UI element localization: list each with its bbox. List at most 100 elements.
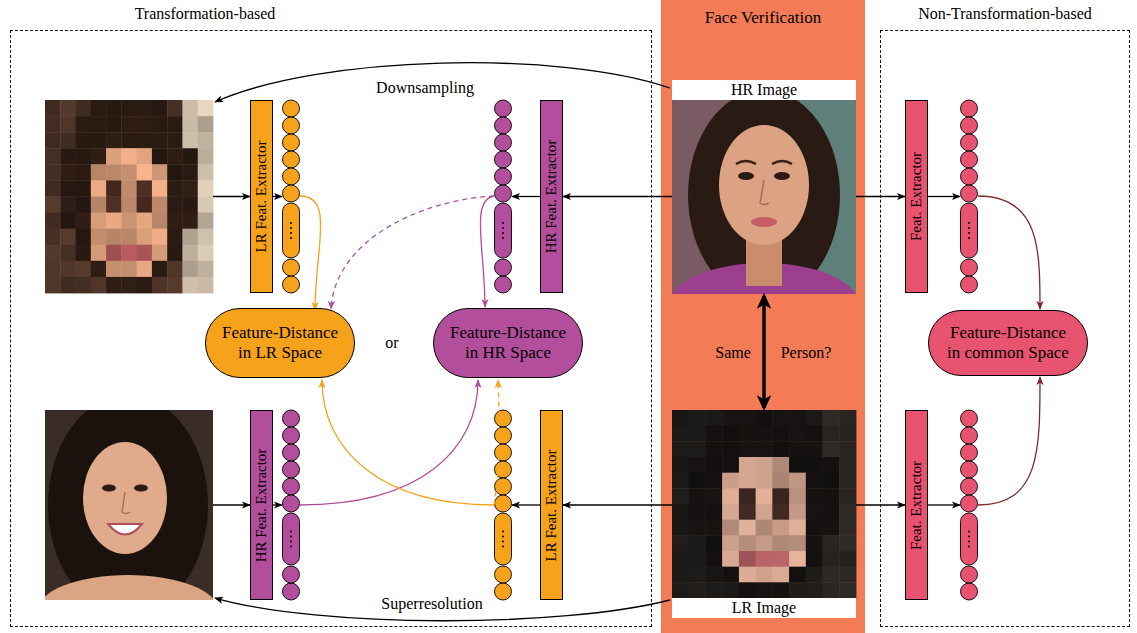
pixel — [121, 213, 137, 229]
pixel — [76, 100, 92, 116]
pixel — [789, 410, 806, 426]
pixel — [121, 229, 137, 245]
pixel — [106, 261, 122, 277]
vector-cell — [495, 410, 512, 427]
box-label: Feature-Distance in HR Space — [447, 323, 569, 362]
pixel — [839, 488, 856, 504]
pixel — [772, 504, 789, 520]
pixelated-face — [672, 410, 856, 598]
question-label: Person? — [781, 344, 832, 362]
pixel — [121, 116, 137, 132]
pixel — [689, 488, 706, 504]
vector-cell — [283, 100, 300, 117]
pixel — [167, 229, 183, 245]
pixel — [839, 567, 856, 583]
vector-cell — [283, 410, 300, 427]
pixel — [182, 213, 198, 229]
pixel — [76, 132, 92, 148]
pixel — [672, 535, 689, 551]
pixel — [60, 164, 76, 180]
pixel — [739, 582, 756, 598]
pixel — [152, 197, 168, 213]
vector-cell — [495, 427, 512, 444]
hair — [688, 100, 840, 294]
pixel — [45, 148, 61, 164]
group-region: LR Feat. Extractor HR Feat. ExtractorFeat… — [10, 30, 652, 627]
pixel — [91, 116, 107, 132]
pixel — [45, 197, 61, 213]
feature-vector — [495, 100, 512, 293]
pixel — [152, 213, 168, 229]
pixel — [137, 164, 153, 180]
image-label: HR Image — [672, 80, 856, 100]
pixel — [60, 197, 76, 213]
eye — [738, 172, 754, 180]
pixel — [806, 551, 823, 567]
ellipsis-dot — [968, 546, 970, 548]
ellipsis-dot — [502, 531, 504, 533]
pixel — [705, 504, 722, 520]
pixel — [137, 132, 153, 148]
flow-arrow — [928, 504, 960, 505]
pixel — [76, 229, 92, 245]
pixel — [137, 148, 153, 164]
pixel — [722, 426, 739, 442]
question-label: Same — [715, 344, 751, 362]
pixel — [739, 410, 756, 426]
pixel — [823, 582, 840, 598]
pixel — [789, 535, 806, 551]
pixel — [722, 473, 739, 489]
pixel — [722, 410, 739, 426]
pixel — [689, 426, 706, 442]
pixel — [756, 488, 773, 504]
pixel — [806, 504, 823, 520]
flow-arrow — [512, 504, 540, 505]
ellipsis-dot — [502, 546, 504, 548]
pixel — [152, 229, 168, 245]
pixel — [167, 180, 183, 196]
pixel — [152, 148, 168, 164]
pixel — [689, 551, 706, 567]
pixel — [823, 520, 840, 536]
pixel — [772, 567, 789, 583]
pixel — [839, 504, 856, 520]
vector-cell — [283, 185, 300, 202]
extractor-box: HR Feat. Extractor — [540, 100, 563, 293]
ellipsis-dot — [968, 536, 970, 538]
vector-cell — [283, 461, 300, 478]
ellipsis-dot — [502, 536, 504, 538]
pixel — [722, 567, 739, 583]
pixel — [756, 551, 773, 567]
pixel — [672, 426, 689, 442]
pixel — [705, 567, 722, 583]
pixel — [772, 457, 789, 473]
pixel — [60, 277, 76, 293]
nose — [760, 180, 769, 205]
pixel — [739, 426, 756, 442]
pixel — [106, 148, 122, 164]
pixel — [137, 213, 153, 229]
pixel — [839, 441, 856, 457]
pixel — [739, 551, 756, 567]
pixel — [672, 410, 689, 426]
pixel — [182, 197, 198, 213]
pixel — [689, 567, 706, 583]
vector-cell — [961, 444, 978, 461]
pixel — [137, 229, 153, 245]
flow-arrow — [494, 380, 499, 505]
pixel — [806, 473, 823, 489]
pixel — [137, 245, 153, 261]
vector-cell — [961, 495, 978, 512]
ellipsis-dot — [502, 222, 504, 224]
pixel — [823, 457, 840, 473]
group-title: Transformation-based — [135, 5, 276, 23]
pixel — [45, 245, 61, 261]
pixel — [823, 410, 840, 426]
flow-arrow — [300, 196, 321, 310]
eye — [102, 485, 116, 492]
pixel — [182, 277, 198, 293]
pixel — [739, 488, 756, 504]
vector-cell — [283, 478, 300, 495]
extractor-box: LR Feat. Extractor — [250, 100, 273, 293]
pixel — [121, 197, 137, 213]
